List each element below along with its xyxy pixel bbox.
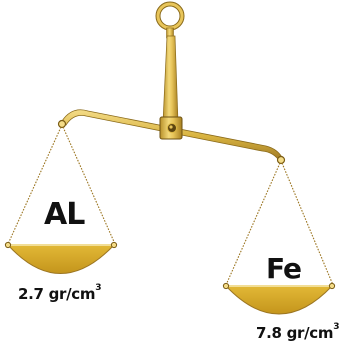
- left-pan: [4, 241, 118, 274]
- hanging-ring: [155, 1, 185, 31]
- pivot-block: [159, 116, 183, 140]
- left-density-exponent: 3: [95, 283, 102, 293]
- support-rod: [162, 27, 179, 123]
- left-chains: [7, 126, 116, 245]
- right-density-value: 7.8 gr/cm: [256, 324, 334, 342]
- right-pan-density-label: 7.8 gr/cm3: [256, 322, 339, 342]
- left-pan-density-label: 2.7 gr/cm3: [18, 283, 102, 303]
- right-density-exponent: 3: [333, 322, 339, 332]
- left-pan-metal-label: AL: [44, 197, 85, 232]
- right-chains: [225, 162, 334, 286]
- right-pan-metal-label: Fe: [266, 252, 302, 285]
- left-density-value: 2.7 gr/cm: [18, 285, 96, 303]
- right-pan: [222, 282, 336, 315]
- balance-beam: [57, 109, 286, 165]
